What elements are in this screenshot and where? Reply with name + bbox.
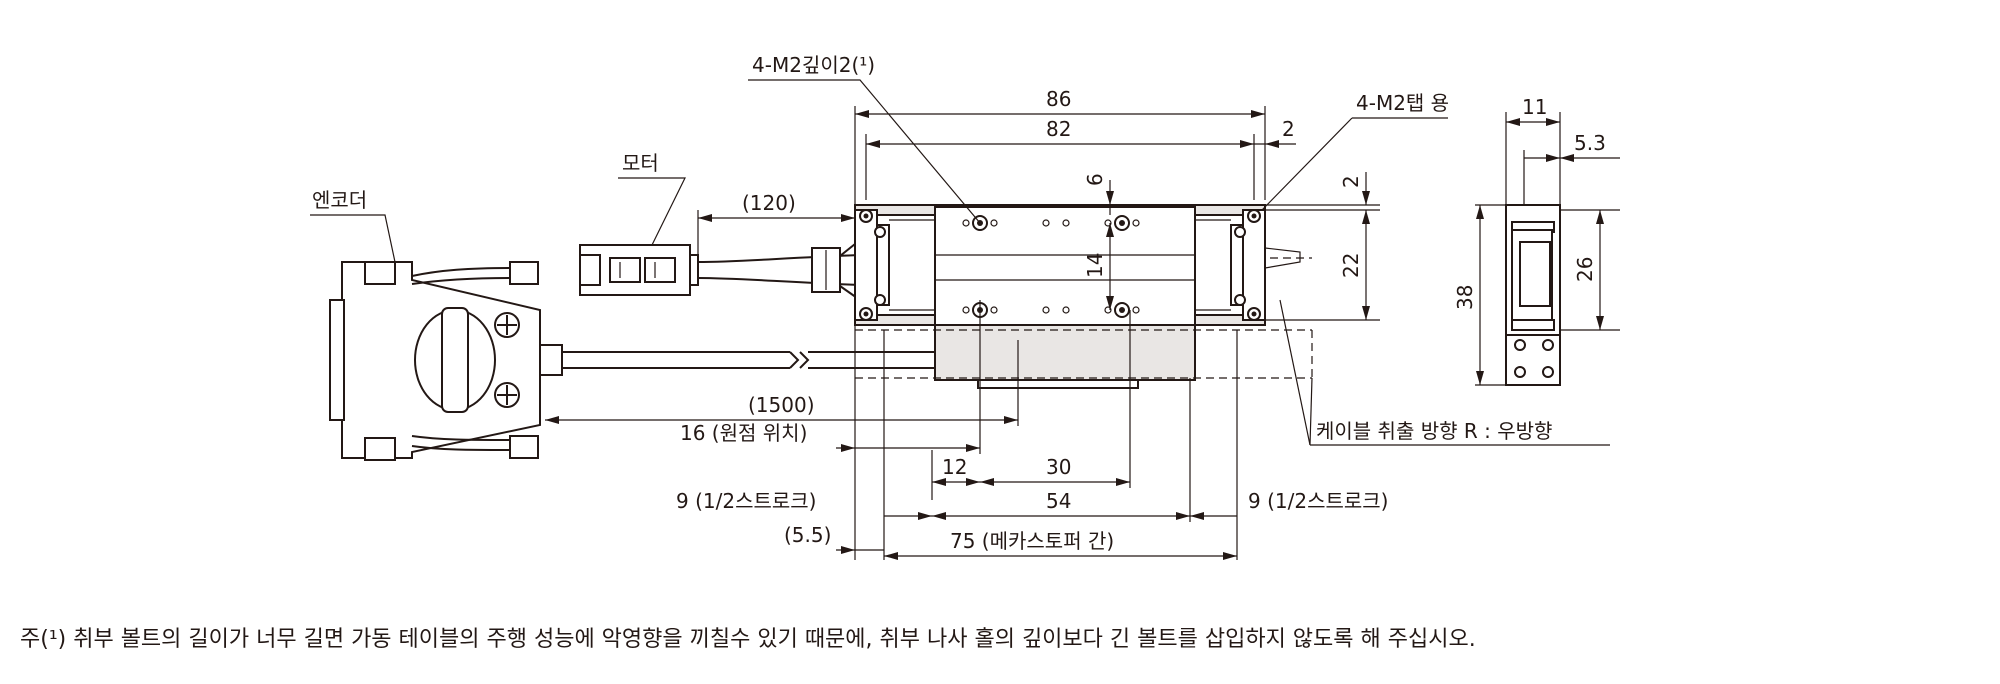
label-offset: (5.5) [784, 523, 831, 547]
dim-top6: 6 [1083, 173, 1107, 186]
dimension-lines [545, 106, 1620, 560]
label-mech-stop: 75 (메카스토퍼 간) [950, 529, 1114, 553]
dim-w11: 11 [1522, 95, 1547, 119]
dim-height22: 22 [1339, 253, 1363, 278]
dim-side2: 2 [1339, 175, 1363, 188]
label-half-stroke-left: 9 (1/2스트로크) [676, 489, 816, 513]
leader-lines [310, 79, 1610, 446]
label-motor: 모터 [622, 151, 659, 175]
dim-54: 54 [1046, 489, 1071, 513]
dim-hole-pitch: 82 [1046, 117, 1071, 141]
encoder-connector [329, 261, 563, 461]
label-half-stroke-right: 9 (1/2스트로크) [1248, 489, 1388, 513]
dim-edge: 2 [1282, 117, 1295, 141]
label-motor-cable: (120) [742, 191, 796, 215]
dim-h26: 26 [1573, 257, 1597, 282]
table-top-view [854, 204, 1312, 389]
label-tap-for: 4-M2탭 용 [1356, 91, 1449, 115]
label-encoder: 엔코더 [312, 188, 367, 212]
side-view [1505, 204, 1561, 386]
dimension-text: 4-M2깊이2(¹) 4-M2탭 용 모터 엔코더 (120) (1500) 1… [312, 53, 1606, 553]
dim-overall: 86 [1046, 87, 1071, 111]
stroke-envelope [855, 329, 1313, 379]
encoder-cable [562, 351, 935, 369]
dim-w53: 5.3 [1574, 131, 1606, 155]
dim-height14: 14 [1083, 253, 1107, 278]
dim-12: 12 [942, 455, 967, 479]
dim-h38: 38 [1453, 285, 1477, 310]
dim-30: 30 [1046, 455, 1071, 479]
footnote: 주(¹) 취부 볼트의 길이가 너무 길면 가동 테이블의 주행 성능에 악영향… [20, 627, 1476, 652]
motor-connector [579, 239, 861, 301]
label-origin: 16 (원점 위치) [680, 421, 807, 445]
label-hole-depth: 4-M2깊이2(¹) [752, 53, 875, 77]
label-encoder-cable: (1500) [748, 393, 815, 417]
label-cable-direction: 케이블 취출 방향 R : 우방향 [1316, 419, 1552, 443]
